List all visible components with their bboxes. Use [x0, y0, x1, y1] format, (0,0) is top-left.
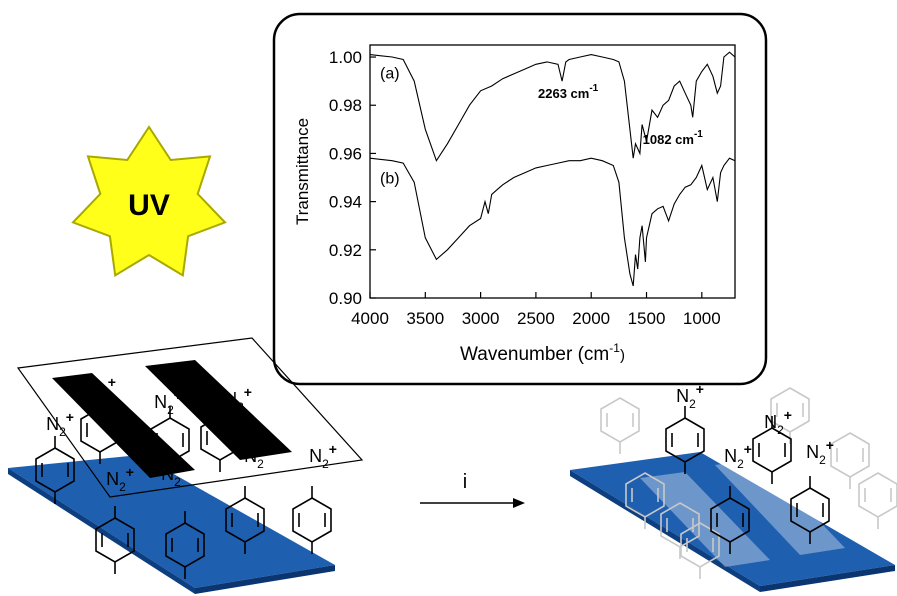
diazonium-label: N2+	[806, 437, 834, 467]
right-substrate-edge	[570, 470, 760, 592]
y-axis-label: Transmittance	[293, 118, 312, 225]
diazonium-label: N2+	[154, 387, 182, 417]
series-label: (a)	[380, 66, 400, 83]
grafted-ring-ghost	[858, 472, 897, 530]
uv-label: UV	[128, 189, 170, 222]
y-tick-label: 0.96	[329, 144, 362, 163]
reaction-arrow: i	[420, 471, 525, 508]
series-line-b	[369, 157, 736, 287]
arrow-head-icon	[513, 498, 525, 508]
right-substrate-edge-right	[760, 565, 895, 592]
ir-spectrum-inset: 4000 3500 3000 2500 2000 1500 1000 1.00 0.98 0.96…	[272, 12, 768, 386]
arrow-label: i	[463, 471, 467, 493]
inset-frame	[272, 12, 768, 386]
x-tick-label: 2500	[517, 309, 555, 328]
y-tick-label: 0.92	[329, 241, 362, 260]
diazonium-labels: N2+ N2+ N2+ N2+ N2+ N2+ N2+ N2+ N2+ N2+ N2+ N2+	[46, 374, 834, 494]
ir-spectrum-chart: 4000 3500 3000 2500 2000 1500 1000 1.00 0.98 0.96…	[293, 44, 736, 365]
diazonium-label: N2+	[724, 441, 752, 471]
plot-area	[369, 44, 736, 299]
series-line-a	[369, 51, 736, 162]
grafted-ring-ghost	[600, 397, 640, 455]
left-substrate-group	[8, 337, 364, 594]
right-substrate-surface	[570, 452, 895, 586]
aryl-ring	[292, 485, 332, 555]
y-tick-label: 1.00	[329, 48, 362, 67]
diazonium-label: N2+	[106, 464, 134, 494]
diazonium-label: N2+	[161, 459, 189, 489]
y-tick-label: 0.90	[329, 289, 362, 308]
y-tick-label: 0.98	[329, 96, 362, 115]
x-tick-label: 3000	[462, 309, 500, 328]
peak-annotation: 1082 cm-1	[643, 129, 704, 147]
x-tick-label: 1000	[683, 309, 721, 328]
diazonium-label: N2+	[244, 441, 272, 471]
diazonium-label: N2+	[676, 381, 704, 411]
peak-annotation: 2263 cm-1	[538, 83, 599, 101]
patterned-stripe	[640, 472, 770, 567]
right-substrate-group	[570, 387, 897, 592]
photomask-frame	[16, 337, 364, 498]
diazonium-label: N2+	[88, 374, 116, 404]
x-tick-label: 3500	[406, 309, 444, 328]
uv-star-badge: UV	[71, 125, 227, 277]
series-label: (b)	[380, 171, 400, 188]
left-substrate-edge-right	[195, 565, 335, 594]
x-axis-label: Wavenumber (cm-1)	[460, 341, 625, 365]
uv-star-icon	[71, 125, 227, 277]
y-tick-label: 0.94	[329, 193, 362, 212]
diazonium-label: N2+	[764, 407, 792, 437]
photomask-bar-right	[145, 360, 292, 460]
diazonium-label: N2+	[46, 409, 74, 439]
x-tick-label: 4000	[351, 309, 389, 328]
photomask-bar-left	[52, 373, 195, 478]
diazonium-label: N2+	[309, 441, 337, 471]
x-tick-label: 1500	[628, 309, 666, 328]
x-tick-label: 2000	[572, 309, 610, 328]
diazonium-label: N2+	[224, 384, 252, 414]
left-substrate-surface	[8, 455, 335, 588]
